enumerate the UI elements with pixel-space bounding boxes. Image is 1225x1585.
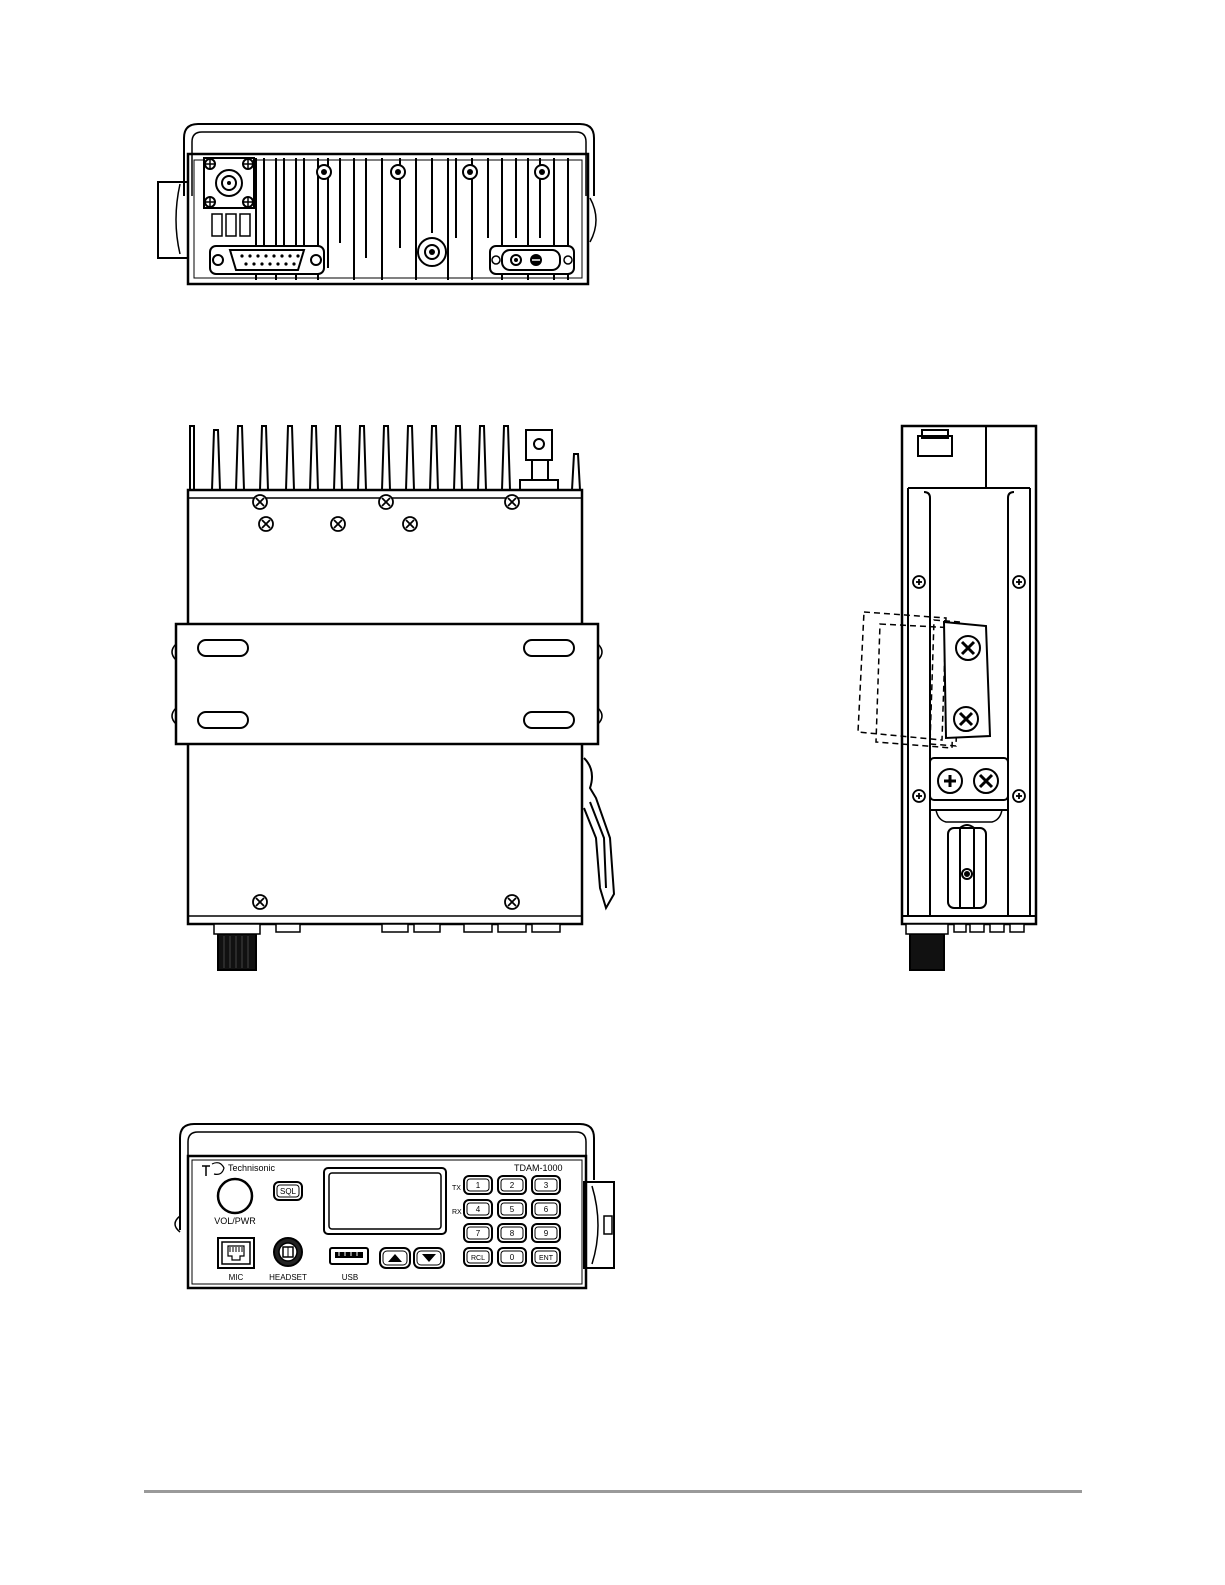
rear-antenna-connector (204, 158, 254, 208)
top-mounting-bracket (172, 624, 602, 744)
keypad-key-0[interactable]: 0 (498, 1248, 526, 1266)
keypad-key-label: 1 (476, 1181, 481, 1190)
keypad-key-label: 4 (476, 1205, 481, 1214)
front-bracket-right (584, 1182, 614, 1268)
keypad-key-label: 0 (510, 1253, 515, 1262)
keypad-key-4[interactable]: 4 (464, 1200, 492, 1218)
sql-label: SQL (280, 1187, 297, 1196)
keypad-key-ent[interactable]: ENT (532, 1248, 560, 1266)
keypad-key-7[interactable]: 7 (464, 1224, 492, 1242)
keypad-key-label: 2 (510, 1181, 515, 1190)
front-view-drawing: Technisonic TDAM-1000 VOL/PWR SQL MIC HE… (170, 1120, 630, 1310)
headset-label: HEADSET (269, 1273, 307, 1282)
headset-jack[interactable] (274, 1238, 302, 1266)
keypad-key-label: 3 (544, 1181, 549, 1190)
side-volume-knob (906, 924, 1024, 970)
keypad-key-label: 8 (510, 1229, 515, 1238)
keypad-key-rcl[interactable]: RCL (464, 1248, 492, 1266)
side-view (846, 418, 1046, 990)
lcd-display (324, 1168, 446, 1234)
brand-logo (202, 1163, 224, 1176)
keypad-key-label: ENT (539, 1255, 554, 1262)
keypad-key-label: RCL (471, 1255, 485, 1262)
keypad-key-label: 9 (544, 1229, 549, 1238)
usb-port[interactable] (330, 1248, 368, 1264)
keypad-key-label: 6 (544, 1205, 549, 1214)
keypad-key-6[interactable]: 6 (532, 1200, 560, 1218)
rx-label: RX (452, 1209, 462, 1216)
top-view-drawing (160, 418, 630, 990)
mic-label: MIC (229, 1273, 244, 1282)
rear-view-drawing (150, 118, 620, 298)
side-view-drawing (846, 418, 1046, 990)
usb-label: USB (342, 1273, 358, 1282)
top-front-controls (214, 924, 560, 970)
model-name: TDAM-1000 (514, 1163, 563, 1173)
top-side-latch (584, 758, 614, 908)
tx-label: TX (452, 1185, 461, 1192)
volume-power-label: VOL/PWR (214, 1216, 256, 1226)
keypad-key-9[interactable]: 9 (532, 1224, 560, 1242)
keypad-key-label: 5 (510, 1205, 515, 1214)
brand-name: Technisonic (228, 1163, 276, 1173)
rear-db15-connector (210, 246, 324, 274)
side-latch (948, 825, 986, 908)
down-button[interactable] (414, 1248, 444, 1268)
keypad-key-1[interactable]: 1 (464, 1176, 492, 1194)
mic-jack[interactable] (218, 1238, 254, 1268)
keypad-key-3[interactable]: 3 (532, 1176, 560, 1194)
side-bracket (944, 622, 990, 738)
front-view: Technisonic TDAM-1000 VOL/PWR SQL MIC HE… (170, 1120, 630, 1310)
volume-power-knob[interactable] (218, 1179, 252, 1213)
keypad-key-5[interactable]: 5 (498, 1200, 526, 1218)
top-view (160, 418, 630, 990)
sql-button[interactable]: SQL (274, 1182, 302, 1200)
rear-view (150, 118, 620, 298)
rear-ground-stud (418, 238, 446, 266)
rear-terminal-tabs (212, 214, 250, 236)
top-antenna-connector (520, 430, 558, 490)
keypad-key-label: 7 (476, 1229, 481, 1238)
keypad-key-2[interactable]: 2 (498, 1176, 526, 1194)
keypad-key-8[interactable]: 8 (498, 1224, 526, 1242)
rear-power-connector (490, 246, 574, 274)
footer-rule (144, 1490, 1082, 1493)
side-clamp-plate (930, 758, 1008, 822)
up-button[interactable] (380, 1248, 410, 1268)
